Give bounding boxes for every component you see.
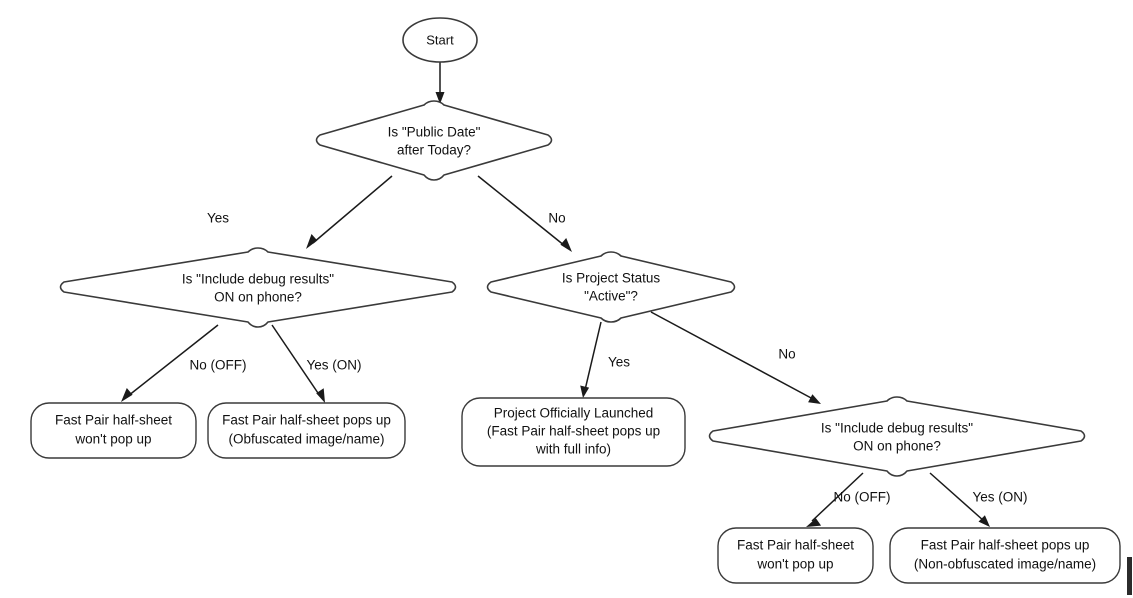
page-edge-artifact [1127, 557, 1132, 595]
start-label: Start [426, 32, 454, 47]
node-decision-debug-right[interactable]: Is "Include debug results" ON on phone? [708, 396, 1086, 477]
arrow-head [306, 234, 318, 249]
arrow-head [580, 385, 590, 398]
result-box-shape [889, 527, 1121, 584]
decision-public-date-line1: Is "Public Date" [388, 125, 481, 140]
result-obfuscated-line1: Fast Pair half-sheet pops up [222, 413, 391, 428]
result-box-shape [717, 527, 874, 584]
start-ellipse-shape [402, 17, 478, 63]
result-obfuscated-line2: (Obfuscated image/name) [228, 432, 384, 447]
result-launched-line1: Project Officially Launched [494, 406, 654, 421]
result-non-obfuscated-line1: Fast Pair half-sheet pops up [921, 538, 1090, 553]
result-no-popup-right-line2: won't pop up [756, 557, 833, 572]
edge-line [929, 472, 985, 522]
arrow-head [316, 388, 325, 403]
edge-label-yes-public-date: Yes [207, 211, 229, 226]
decision-diamond-shape [486, 251, 736, 323]
edge-line [584, 321, 602, 391]
decision-debug-left-line2: ON on phone? [214, 290, 302, 305]
edge-label-no-project-status: No [778, 347, 795, 362]
result-no-popup-left-line2: won't pop up [74, 432, 151, 447]
edge-line [650, 311, 814, 400]
decision-project-status-line1: Is Project Status [562, 271, 661, 286]
edge-debug-right-off: No (OFF) [806, 472, 891, 527]
decision-diamond-shape [59, 247, 457, 328]
result-launched-line3: with full info) [535, 442, 611, 457]
node-result-no-popup-left[interactable]: Fast Pair half-sheet won't pop up [30, 402, 197, 459]
edge-line [477, 175, 566, 247]
decision-debug-left-line1: Is "Include debug results" [182, 272, 334, 287]
decision-diamond-shape [708, 396, 1086, 477]
decision-debug-right-line1: Is "Include debug results" [821, 421, 973, 436]
node-result-no-popup-right[interactable]: Fast Pair half-sheet won't pop up [717, 527, 874, 584]
edge-line [811, 472, 864, 522]
edge-public-date-no: No [477, 175, 572, 252]
arrow-head [121, 388, 133, 402]
edge-label-no-public-date: No [548, 211, 565, 226]
node-result-launched[interactable]: Project Officially Launched (Fast Pair h… [461, 397, 686, 467]
edge-label-no-off-right: No (OFF) [834, 490, 891, 505]
arrow-head [978, 515, 990, 527]
node-decision-debug-left[interactable]: Is "Include debug results" ON on phone? [59, 247, 457, 328]
decision-debug-right-line2: ON on phone? [853, 439, 941, 454]
node-start[interactable]: Start [402, 17, 478, 63]
edge-line [127, 324, 219, 397]
node-result-obfuscated[interactable]: Fast Pair half-sheet pops up (Obfuscated… [207, 402, 406, 459]
node-decision-public-date[interactable]: Is "Public Date" after Today? [315, 100, 553, 181]
arrow-head [808, 394, 821, 404]
edge-line [271, 324, 321, 397]
edge-debug-left-on: Yes (ON) [271, 324, 362, 403]
node-decision-project-status[interactable]: Is Project Status "Active"? [486, 251, 736, 323]
decision-public-date-line2: after Today? [397, 143, 471, 158]
edge-label-yes-on-left: Yes (ON) [306, 358, 361, 373]
result-box-shape [461, 397, 686, 467]
result-box-shape [30, 402, 197, 459]
decision-project-status-line2: "Active"? [584, 289, 638, 304]
arrow-head [435, 92, 445, 104]
result-no-popup-right-line1: Fast Pair half-sheet [737, 538, 854, 553]
result-no-popup-left-line1: Fast Pair half-sheet [55, 413, 172, 428]
edge-start-to-public-date [435, 62, 445, 104]
result-box-shape [207, 402, 406, 459]
edge-public-date-yes: Yes [207, 175, 393, 249]
decision-diamond-shape [315, 100, 553, 181]
edge-label-yes-project-status: Yes [608, 355, 630, 370]
edge-label-no-off-left: No (OFF) [190, 358, 247, 373]
result-non-obfuscated-line2: (Non-obfuscated image/name) [914, 557, 1096, 572]
node-result-non-obfuscated[interactable]: Fast Pair half-sheet pops up (Non-obfusc… [889, 527, 1121, 584]
edge-label-yes-on-right: Yes (ON) [972, 490, 1027, 505]
edge-debug-left-off: No (OFF) [121, 324, 247, 402]
arrow-head [806, 518, 822, 527]
arrow-head [560, 238, 572, 252]
edge-line [312, 175, 393, 244]
edge-project-status-yes: Yes [580, 321, 630, 398]
edge-project-status-no: No [650, 311, 821, 404]
edge-debug-right-on: Yes (ON) [929, 472, 1028, 527]
result-launched-line2: (Fast Pair half-sheet pops up [487, 424, 660, 439]
